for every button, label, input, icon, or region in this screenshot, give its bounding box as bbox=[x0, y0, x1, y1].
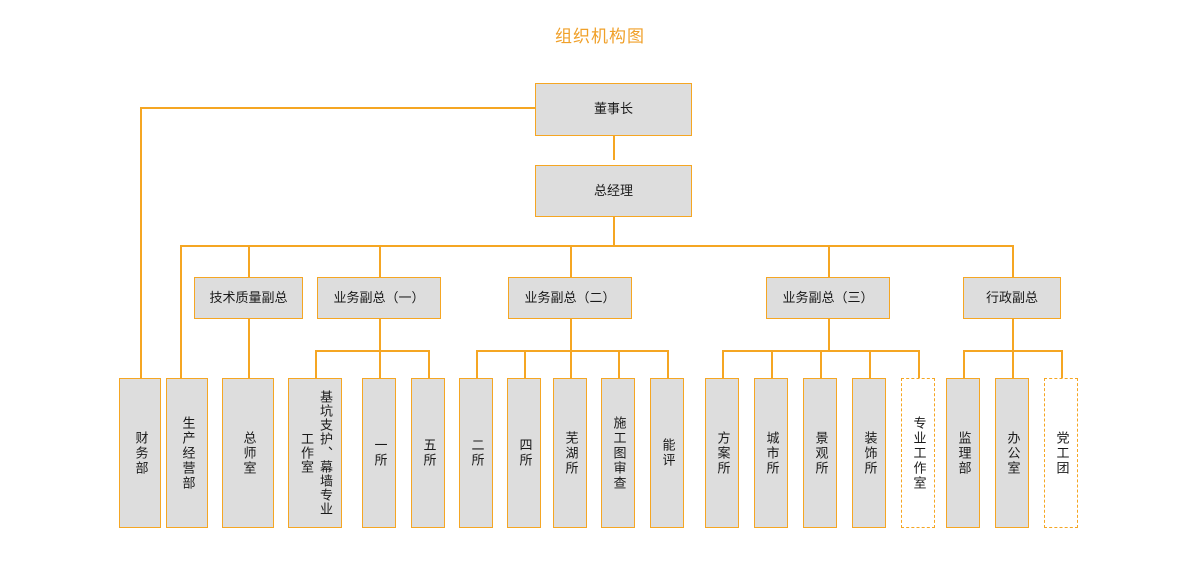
connector-business-3-drop-urban bbox=[771, 350, 773, 378]
connector-bus-drop-production bbox=[180, 245, 182, 378]
node-urban-label: 城市所 bbox=[763, 430, 779, 476]
connector-bus-drop-business-3 bbox=[828, 245, 830, 277]
node-finance-label: 财务部 bbox=[132, 430, 148, 476]
node-business-1-label: 业务副总（一） bbox=[333, 290, 425, 306]
node-business-2-label: 业务副总（二） bbox=[524, 290, 616, 306]
connector-business-3-drop-decoration bbox=[869, 350, 871, 378]
node-business-3[interactable]: 业务副总（三） bbox=[766, 277, 890, 319]
connector-business-2-drop-wuhu bbox=[570, 350, 572, 378]
connector-business-2-bus bbox=[476, 350, 668, 352]
node-party-union-label: 党工团 bbox=[1053, 430, 1069, 476]
node-general-manager[interactable]: 总经理 bbox=[535, 165, 692, 217]
connector-bus-drop-admin bbox=[1012, 245, 1014, 277]
node-inst-4-label: 四所 bbox=[516, 438, 532, 468]
node-drawing-review[interactable]: 施工图审查 bbox=[601, 378, 635, 528]
node-business-3-label: 业务副总（三） bbox=[782, 290, 874, 306]
connector-business-2-drop-inst-2 bbox=[476, 350, 478, 378]
connector-admin-drop-supervision bbox=[963, 350, 965, 378]
node-supervision[interactable]: 监理部 bbox=[946, 378, 980, 528]
connector-business-2-stem bbox=[570, 319, 572, 350]
node-tech-quality-label: 技术质量副总 bbox=[209, 290, 288, 306]
node-wuhu-label: 芜湖所 bbox=[562, 430, 578, 476]
connector-admin-drop-office bbox=[1012, 350, 1014, 378]
connector-chairman-to-gm bbox=[613, 136, 615, 160]
node-tech-quality[interactable]: 技术质量副总 bbox=[194, 277, 303, 319]
node-production[interactable]: 生产经营部 bbox=[166, 378, 208, 528]
connector-business-1-bus bbox=[315, 350, 429, 352]
connector-business-1-drop-studio-pit bbox=[315, 350, 317, 378]
node-decoration[interactable]: 装饰所 bbox=[852, 378, 886, 528]
node-energy-eval-label: 能评 bbox=[659, 438, 675, 468]
node-landscape[interactable]: 景观所 bbox=[803, 378, 837, 528]
node-landscape-label: 景观所 bbox=[812, 430, 828, 476]
connector-business-3-drop-landscape bbox=[820, 350, 822, 378]
connector-chairman-left-bus bbox=[140, 107, 540, 109]
node-wuhu[interactable]: 芜湖所 bbox=[553, 378, 587, 528]
node-studio-pit-label: 基坑支护、幕墙专业工作室 bbox=[298, 390, 332, 516]
node-inst-5[interactable]: 五所 bbox=[411, 378, 445, 528]
node-pro-studio-label: 专业工作室 bbox=[910, 415, 926, 491]
node-studio-pit[interactable]: 基坑支护、幕墙专业工作室 bbox=[288, 378, 342, 528]
node-chief-engineer-label: 总师室 bbox=[240, 430, 256, 476]
node-inst-4[interactable]: 四所 bbox=[507, 378, 541, 528]
node-pro-studio[interactable]: 专业工作室 bbox=[901, 378, 935, 528]
connector-admin-drop-party-union bbox=[1061, 350, 1063, 378]
connector-business-2-drop-energy-eval bbox=[667, 350, 669, 378]
node-chairman[interactable]: 董事长 bbox=[535, 83, 692, 136]
node-admin[interactable]: 行政副总 bbox=[963, 277, 1061, 319]
connector-bus-drop-tech-quality bbox=[248, 245, 250, 277]
connector-chairman-left-drop bbox=[140, 107, 142, 378]
connector-main-bus bbox=[180, 245, 1013, 247]
connector-business-1-drop-inst-5 bbox=[428, 350, 430, 378]
node-supervision-label: 监理部 bbox=[955, 430, 971, 476]
connector-admin-stem bbox=[1012, 319, 1014, 350]
node-scheme-label: 方案所 bbox=[714, 430, 730, 476]
connector-business-2-drop-drawing-review bbox=[618, 350, 620, 378]
node-finance[interactable]: 财务部 bbox=[119, 378, 161, 528]
node-office[interactable]: 办公室 bbox=[995, 378, 1029, 528]
node-urban[interactable]: 城市所 bbox=[754, 378, 788, 528]
node-decoration-label: 装饰所 bbox=[861, 430, 877, 476]
node-inst-2-label: 二所 bbox=[468, 438, 484, 468]
node-production-label: 生产经营部 bbox=[179, 415, 195, 491]
node-inst-2[interactable]: 二所 bbox=[459, 378, 493, 528]
node-general-manager-label: 总经理 bbox=[593, 183, 633, 199]
connector-business-2-drop-inst-4 bbox=[524, 350, 526, 378]
connector-business-1-drop-inst-1 bbox=[379, 350, 381, 378]
node-chairman-label: 董事长 bbox=[593, 102, 633, 117]
node-scheme[interactable]: 方案所 bbox=[705, 378, 739, 528]
node-business-2[interactable]: 业务副总（二） bbox=[508, 277, 632, 319]
node-business-1[interactable]: 业务副总（一） bbox=[317, 277, 441, 319]
node-admin-label: 行政副总 bbox=[985, 290, 1038, 306]
connector-bus-drop-business-1 bbox=[379, 245, 381, 277]
connector-business-3-stem bbox=[828, 319, 830, 350]
connector-tech-quality-to-chief-engineer bbox=[248, 319, 250, 378]
node-office-label: 办公室 bbox=[1004, 430, 1020, 476]
node-inst-5-label: 五所 bbox=[420, 438, 436, 468]
connector-bus-drop-business-2 bbox=[570, 245, 572, 277]
node-inst-1[interactable]: 一所 bbox=[362, 378, 396, 528]
node-party-union[interactable]: 党工团 bbox=[1044, 378, 1078, 528]
page-title: 组织机构图 bbox=[555, 27, 645, 47]
connector-business-3-drop-scheme bbox=[722, 350, 724, 378]
node-drawing-review-label: 施工图审查 bbox=[610, 415, 626, 491]
connector-business-3-drop-pro-studio bbox=[918, 350, 920, 378]
node-chief-engineer[interactable]: 总师室 bbox=[222, 378, 274, 528]
node-inst-1-label: 一所 bbox=[371, 438, 387, 468]
connector-business-1-stem bbox=[379, 319, 381, 350]
connector-gm-to-bus bbox=[613, 217, 615, 245]
node-energy-eval[interactable]: 能评 bbox=[650, 378, 684, 528]
